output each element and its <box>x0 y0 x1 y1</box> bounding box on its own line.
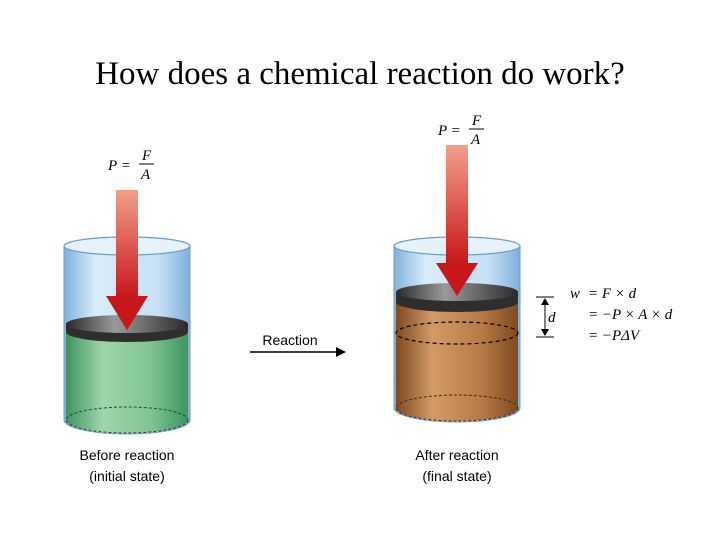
work-eq-line3: = −PΔV <box>588 328 641 344</box>
left-pressure-arrow <box>106 190 148 330</box>
right-caption-line2: (final state) <box>422 468 491 484</box>
svg-text:A: A <box>140 167 151 183</box>
left-beaker: P = F A Before reaction (initial state) <box>63 148 191 484</box>
left-caption-line1: Before reaction <box>80 447 175 463</box>
right-liquid <box>396 296 518 421</box>
left-caption-line2: (initial state) <box>89 468 164 484</box>
initial-level-outline <box>395 321 519 345</box>
right-caption-line1: After reaction <box>415 447 498 463</box>
right-pressure-arrow <box>436 145 478 296</box>
right-beaker: P = F A d After reaction (final state) <box>393 113 556 484</box>
svg-text:A: A <box>470 132 481 148</box>
svg-text:P =: P = <box>107 158 131 174</box>
left-liquid <box>66 330 188 433</box>
right-piston <box>396 283 518 312</box>
right-pressure-formula: P = F A <box>437 113 484 148</box>
svg-text:P =: P = <box>437 123 461 139</box>
slide-title: How does a chemical reaction do work? <box>95 56 625 92</box>
reaction-label: Reaction <box>262 332 317 348</box>
svg-text:F: F <box>471 113 482 129</box>
work-equation: w = F × d = −P × A × d = −PΔV <box>570 286 673 344</box>
work-eq-line2: = −P × A × d <box>588 307 673 323</box>
left-pressure-formula: P = F A <box>107 148 154 183</box>
work-symbol: w <box>570 286 580 302</box>
distance-bracket: d <box>536 296 556 338</box>
distance-label: d <box>548 310 556 326</box>
reaction-arrow: Reaction <box>250 332 346 357</box>
svg-text:F: F <box>141 148 152 164</box>
work-eq-line1: = F × d <box>588 286 637 302</box>
